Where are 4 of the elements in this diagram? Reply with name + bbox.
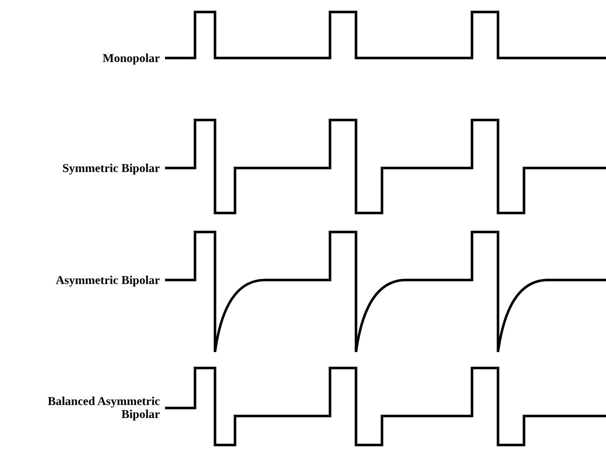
waveform-label: Asymmetric Bipolar [54,274,160,286]
waveform-label: Symmetric Bipolar [61,162,160,174]
waveform-label: Monopolar [102,52,160,64]
waveform-label: Balanced Asymmetric Bipolar [46,395,160,421]
